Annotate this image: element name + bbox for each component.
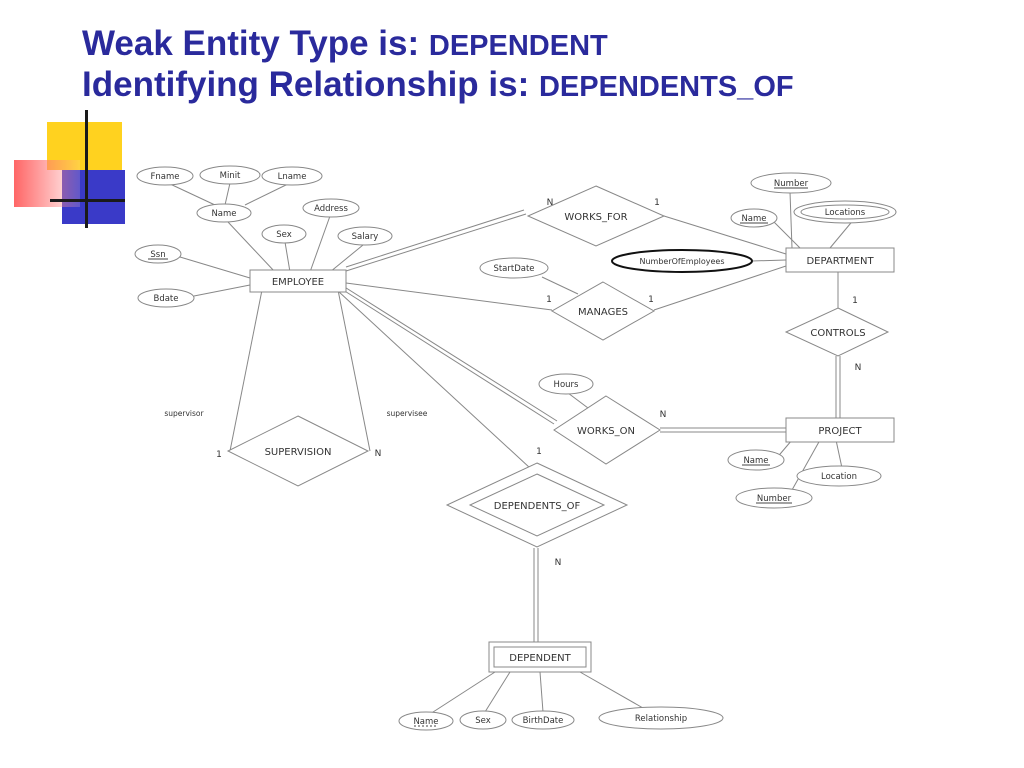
card-manages-dept: 1 [648,295,654,305]
attr-minit [199,165,261,185]
label-proj-number: Number [757,494,792,504]
attr-ssn [134,244,182,264]
entity-department [785,247,895,273]
attr-num-employees [611,249,753,273]
attr-hours [538,373,594,395]
attr-bdate [137,288,195,308]
attr-dep-sex [459,710,507,730]
title-line-2: Identifying Relationship is: DEPENDENTS_… [82,65,794,106]
attr-salary [337,226,393,246]
label-controls: CONTROLS [810,328,865,339]
label-dep-name: Name [413,717,438,727]
title-line-1: Weak Entity Type is: DEPENDENT [82,24,794,65]
rel-controls [784,307,890,357]
card-works-for-dept: 1 [654,198,660,208]
attr-dept-number [750,172,832,194]
label-works-for: WORKS_FOR [564,212,627,223]
role-supervisee: supervisee [387,409,428,418]
attr-name [196,203,252,223]
horizontal-line-decoration [50,199,125,202]
label-supervision: SUPERVISION [265,447,332,458]
card-dependents-of-dep: N [555,558,562,568]
entity-employee [249,269,347,293]
label-employee: EMPLOYEE [272,277,324,288]
attr-relationship [598,706,724,730]
label-works-on: WORKS_ON [577,426,635,437]
attr-locations-inner [800,204,890,220]
card-controls-proj: N [855,363,862,373]
attr-birth-date [511,710,575,730]
label-department: DEPARTMENT [806,256,874,267]
attr-sex [261,224,307,244]
label-minit: Minit [220,171,241,181]
entity-project [785,417,895,443]
label-dependents-of: DEPENDENTS_OF [494,501,581,512]
label-ssn: Ssn [150,250,165,260]
card-controls-dept: 1 [852,296,858,306]
attr-address [302,198,360,218]
entity-dependent-inner [493,646,587,668]
title-label: Weak Entity Type is: [82,24,420,63]
label-bdate: Bdate [154,294,179,304]
label-start-date: StartDate [493,264,534,274]
label-dept-number: Number [774,179,809,189]
rel-works-for [526,185,666,247]
slide-title: Weak Entity Type is: DEPENDENT Identifyi… [82,24,794,106]
label-dept-name: Name [741,214,766,224]
attr-fname [136,166,194,186]
label-lname: Lname [278,172,307,182]
label-proj-location: Location [821,472,857,482]
label-locations: Locations [825,208,866,218]
title-value: DEPENDENT [428,30,608,62]
label-dep-sex: Sex [475,716,491,726]
vertical-line-decoration [85,110,88,228]
label-birth-date: BirthDate [523,716,564,726]
label-name: Name [211,209,236,219]
label-address: Address [314,204,348,214]
card-supervision-n: N [375,449,382,459]
label-hours: Hours [554,380,579,390]
label-salary: Salary [352,232,379,242]
card-works-on-proj: N [660,410,667,420]
card-works-for-emp: N [547,198,554,208]
label-proj-name: Name [743,456,768,466]
label-fname: Fname [151,172,180,182]
label-sex: Sex [276,230,292,240]
attr-lname [261,166,323,186]
title-label: Identifying Relationship is: [82,64,530,104]
title-value: DEPENDENTS_OF [538,70,794,103]
card-dependents-of-emp: 1 [536,447,542,457]
attr-start-date [479,257,549,279]
label-num-employees: NumberOfEmployees [639,257,724,266]
label-dependent: DEPENDENT [509,653,571,664]
rel-works-on [553,395,661,465]
rel-supervision [226,415,370,487]
rel-dependents-of-inner [468,473,606,537]
attr-proj-location [796,465,882,487]
role-supervisor: supervisor [164,409,204,418]
attr-dep-name [398,711,454,731]
rel-manages [550,281,656,341]
label-relationship: Relationship [635,714,687,724]
attr-proj-number [735,487,813,509]
label-project: PROJECT [818,426,862,437]
label-manages: MANAGES [578,307,628,318]
card-manages-emp: 1 [546,295,552,305]
card-supervision-1: 1 [216,450,222,460]
